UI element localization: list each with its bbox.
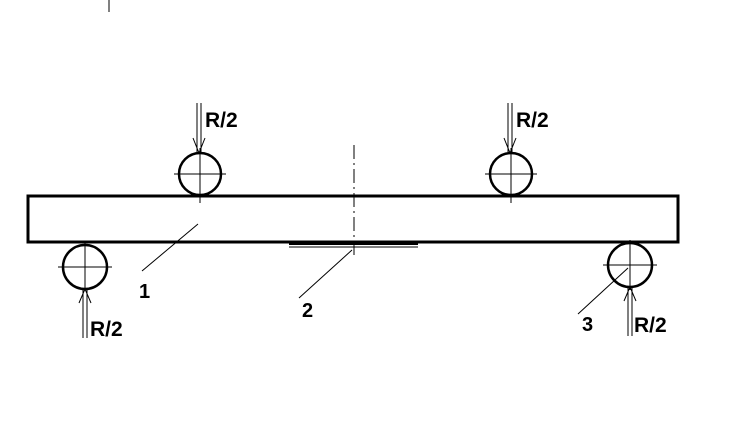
bottom-left-roller bbox=[58, 242, 112, 291]
load-label-bottom-left: R/2 bbox=[90, 318, 123, 341]
top-left-load-arrow bbox=[192, 103, 206, 155]
callout-2: 2 bbox=[302, 300, 313, 322]
beam bbox=[26, 194, 680, 244]
leader-line-2 bbox=[298, 249, 353, 299]
top-right-load-arrow bbox=[503, 103, 517, 155]
leader-line-3 bbox=[577, 267, 629, 315]
top-left-roller bbox=[174, 148, 226, 203]
load-label-top-right: R/2 bbox=[516, 109, 549, 132]
load-label-bottom-right: R/2 bbox=[634, 314, 667, 337]
callout-3: 3 bbox=[582, 314, 593, 336]
callout-1: 1 bbox=[139, 281, 150, 303]
bottom-right-reaction-arrow bbox=[623, 285, 637, 336]
top-right-roller bbox=[485, 148, 537, 203]
leader-line-1 bbox=[141, 223, 199, 272]
load-label-top-left: R/2 bbox=[205, 109, 238, 132]
bottom-left-reaction-arrow bbox=[78, 287, 92, 338]
bottom-right-roller bbox=[603, 240, 657, 290]
